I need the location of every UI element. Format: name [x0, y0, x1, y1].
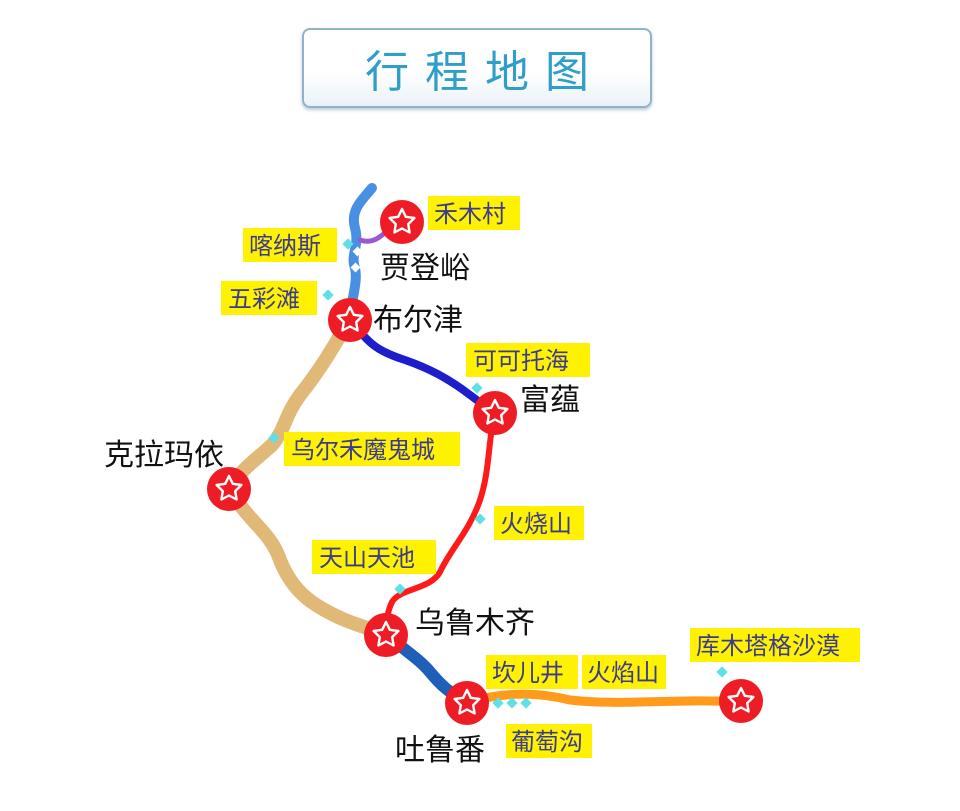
spot-text-kanas: 喀纳斯 — [249, 232, 321, 260]
star-icon — [453, 688, 481, 715]
star-icon — [727, 686, 755, 713]
star-hemu — [380, 200, 424, 244]
marker-flaming-mountain — [506, 697, 518, 709]
spot-label-tianchi: 天山天池 — [312, 540, 436, 574]
spot-text-flaming-mountain: 火焰山 — [587, 659, 659, 687]
spot-text-grape-valley: 葡萄沟 — [511, 728, 583, 756]
spot-label-kumtag: 库木塔格沙漠 — [690, 628, 860, 662]
marker-kanas — [342, 238, 354, 250]
star-burqin — [328, 298, 372, 342]
star-karamay — [207, 467, 251, 511]
marker-keketuohai — [471, 382, 483, 394]
city-label-urumqi: 乌鲁木齐 — [415, 606, 535, 641]
star-icon — [336, 305, 364, 332]
title-box: 行程地图 — [302, 28, 652, 108]
spot-text-karez: 坎儿井 — [492, 659, 564, 687]
route-turpan-kumtag — [461, 689, 745, 707]
spot-label-hemu: 禾木村 — [428, 196, 520, 230]
spot-text-huoshaoshan: 火烧山 — [500, 510, 572, 538]
city-label-burqin: 布尔津 — [373, 303, 463, 338]
marker-wuerhe — [268, 432, 280, 444]
spot-label-keketuohai: 可可托海 — [466, 343, 590, 377]
star-icon — [215, 474, 243, 501]
marker-grape-valley — [520, 697, 532, 709]
route-fuyun-urumqi — [382, 409, 498, 637]
city-label-karamay: 克拉玛依 — [104, 438, 224, 473]
star-icon — [372, 620, 400, 647]
star-kumtag — [719, 679, 763, 723]
star-fuyun — [473, 391, 517, 435]
spot-label-kanas: 喀纳斯 — [243, 228, 337, 262]
marker-kumtag — [716, 666, 728, 678]
spot-label-grape-valley: 葡萄沟 — [506, 724, 592, 758]
spot-markers — [268, 238, 728, 709]
marker-huoshaoshan — [474, 513, 486, 525]
spot-text-hemu: 禾木村 — [434, 200, 506, 228]
spot-label-karez: 坎儿井 — [486, 655, 578, 689]
star-urumqi — [364, 613, 408, 657]
route-burqin-karamay-urumqi — [222, 311, 392, 641]
city-label-jiadengyu: 贾登峪 — [380, 251, 470, 286]
marker-jiadengyu-1 — [350, 262, 361, 273]
spot-text-kumtag: 库木塔格沙漠 — [696, 632, 840, 660]
spot-label-wucaitan: 五彩滩 — [221, 281, 317, 315]
marker-karez — [492, 697, 504, 709]
city-label-fuyun: 富蕴 — [520, 383, 580, 418]
marker-jiadengyu-2 — [352, 246, 363, 257]
spot-text-wucaitan: 五彩滩 — [228, 285, 300, 313]
marker-tianchi — [394, 583, 406, 595]
star-icon — [481, 398, 509, 425]
marker-wucaitan — [322, 289, 334, 301]
city-label-turpan: 吐鲁番 — [395, 733, 485, 768]
star-icon — [388, 207, 416, 234]
spot-label-wuerhe: 乌尔禾魔鬼城 — [284, 432, 460, 466]
spot-label-huoshaoshan: 火烧山 — [494, 506, 584, 540]
jiadengyu-markers — [350, 246, 363, 273]
spot-text-tianchi: 天山天池 — [319, 544, 415, 572]
spot-text-wuerhe: 乌尔禾魔鬼城 — [291, 436, 435, 464]
map-title: 行程地图 — [365, 47, 605, 98]
spot-label-flaming-mountain: 火焰山 — [582, 655, 666, 689]
star-turpan — [445, 681, 489, 725]
spot-text-keketuohai: 可可托海 — [473, 347, 569, 375]
